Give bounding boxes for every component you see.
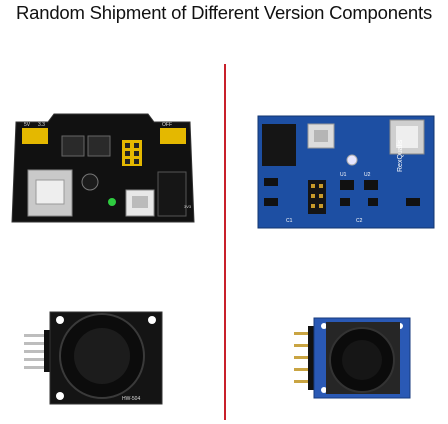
pcb-label: U2 — [364, 172, 371, 178]
pin-label: OFF — [162, 122, 172, 128]
red-divider-line — [224, 64, 226, 420]
pin-label: 3.3 — [38, 122, 45, 128]
brand-label: RexQualis — [397, 139, 404, 172]
black-breadboard-power-module-photo: 5V 3.3 OFF 3V3 — [11, 113, 195, 223]
joystick-module-blue-photo — [294, 317, 411, 399]
pcb-label: C1 — [286, 218, 293, 224]
pcb-label: C2 — [356, 218, 363, 224]
side-label: 3V3 — [184, 204, 192, 209]
pcb-label: U1 — [340, 172, 347, 178]
board-label: HW-504 — [122, 396, 140, 402]
blue-breadboard-power-module-photo: RexQualis U1 U2 C1 C2 — [257, 115, 435, 229]
joystick-module-black-photo: HW-504 — [24, 311, 163, 405]
pin-label: 5V — [24, 122, 31, 128]
page-title: Random Shipment of Different Version Com… — [16, 2, 432, 23]
